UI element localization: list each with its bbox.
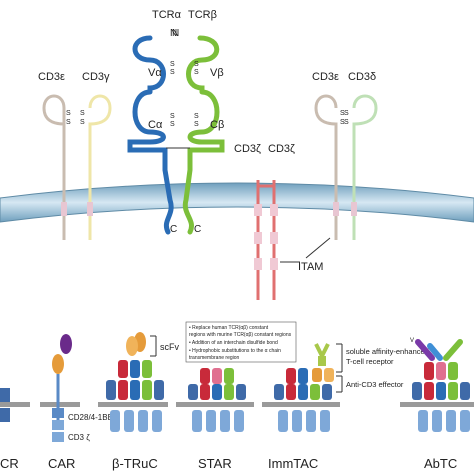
c-terminus-beta: C: [194, 224, 201, 235]
disulfide-mark: S: [170, 113, 175, 120]
itam-box: [254, 232, 262, 244]
abtc-construct-icon: [412, 339, 470, 432]
membrane-segment: [176, 402, 254, 407]
cd3-gamma-label: CD3γ: [82, 71, 110, 83]
immtac-desc-2: T-cell receptor: [346, 357, 394, 366]
n-terminus-beta: N: [170, 28, 177, 39]
membrane-segment: [98, 402, 168, 407]
cd3-zeta-label-1: CD3ζ: [234, 143, 261, 155]
disulfide-mark: S: [80, 110, 85, 117]
disulfide-mark: S: [344, 119, 349, 126]
disulfide-mark: S: [344, 110, 349, 117]
c-terminus-alpha: C: [170, 224, 177, 235]
cd3-epsilon-right-chain: [314, 94, 338, 240]
tcr-alpha-label: TCRα: [152, 9, 182, 21]
v-alpha-label: Vα: [148, 67, 162, 79]
star-construct-label: STAR: [198, 456, 232, 471]
membrane-segment: [400, 402, 474, 407]
car-construct-label: CAR: [48, 456, 75, 471]
cd3-zeta-label-2: CD3ζ: [268, 143, 295, 155]
btruc-construct-icon: [106, 332, 164, 432]
cd3-gamma-tm: [87, 202, 93, 216]
n-terminus-alpha: N: [172, 28, 179, 39]
itam-box: [254, 258, 262, 270]
cd3-epsilon-left-label: CD3ε: [38, 71, 65, 83]
tcr-construct-icon: [0, 388, 10, 422]
disulfide-mark: S: [194, 61, 199, 68]
disulfide-mark: S: [194, 121, 199, 128]
immtac-construct-label: ImmTAC: [268, 456, 318, 471]
car-costim-label: CD28/4-1BB: [68, 413, 113, 422]
itam-box: [270, 258, 278, 270]
disulfide-mark: S: [66, 110, 71, 117]
disulfide-mark: S: [340, 119, 345, 126]
car-construct-icon: [52, 334, 72, 442]
star-note-line: regions with murine TCR(αβ) constant reg…: [189, 332, 292, 338]
btruc-construct-label: β-TRuC: [112, 456, 158, 471]
star-note-line: • Replace human TCR(αβ) constant: [189, 325, 269, 331]
cell-membrane: [0, 182, 474, 223]
star-note-line: • Hydrophobic substitutions to the α cha…: [189, 348, 281, 354]
cd3-epsilon-left-chain: [42, 94, 66, 240]
membrane-segment: [0, 402, 30, 407]
v-beta-label: Vβ: [210, 67, 224, 79]
cd3-epsilon-right-tm: [333, 202, 339, 216]
cd3-epsilon-right-label: CD3ε: [312, 71, 339, 83]
scfv-label: scFv: [160, 342, 179, 352]
disulfide-mark: S: [340, 110, 345, 117]
itam-box: [254, 204, 262, 216]
disulfide-mark: S: [170, 121, 175, 128]
disulfide-mark: S: [170, 69, 175, 76]
disulfide-mark: S: [66, 119, 71, 126]
disulfide-mark: S: [194, 113, 199, 120]
itam-box: [270, 204, 278, 216]
itam-label: ITAM: [298, 261, 323, 273]
star-note-line: • Addition of an interchain disulfide bo…: [189, 340, 278, 346]
cd3-gamma-chain: [88, 94, 112, 240]
itam-box: [270, 232, 278, 244]
immtac-construct-icon: [274, 343, 334, 432]
car-cd3z-label: CD3 ζ: [68, 433, 90, 442]
c-alpha-label: Cα: [148, 119, 163, 131]
abtc-construct-label: AbTC: [424, 456, 457, 471]
membrane-segment: [262, 402, 340, 407]
disulfide-mark: S: [170, 61, 175, 68]
tcr-construct-label: CR: [0, 456, 19, 471]
cd3-delta-tm: [351, 202, 357, 216]
tcr-beta-chain: [182, 35, 225, 235]
c-beta-label: Cβ: [210, 119, 224, 131]
star-note-line: transmembrane region: [189, 355, 240, 361]
itam-pointer: [305, 237, 331, 259]
disulfide-mark: S: [194, 69, 199, 76]
cd3-epsilon-left-tm: [61, 202, 67, 216]
cd3-delta-label: CD3δ: [348, 71, 376, 83]
disulfide-mark: S: [80, 119, 85, 126]
tcr-beta-label: TCRβ: [188, 9, 217, 21]
immtac-desc-3: Anti-CD3 effector: [346, 380, 404, 389]
star-construct-icon: [188, 368, 246, 432]
abtc-v-marker: V: [410, 338, 414, 344]
membrane-segment: [40, 402, 80, 407]
star-notes-box: • Replace human TCR(αβ) constant regions…: [185, 321, 297, 363]
cd3-delta-chain: [352, 94, 378, 240]
immtac-desc-1: soluble affinity-enhanced: [346, 347, 429, 356]
tcr-alpha-chain: [127, 35, 174, 235]
